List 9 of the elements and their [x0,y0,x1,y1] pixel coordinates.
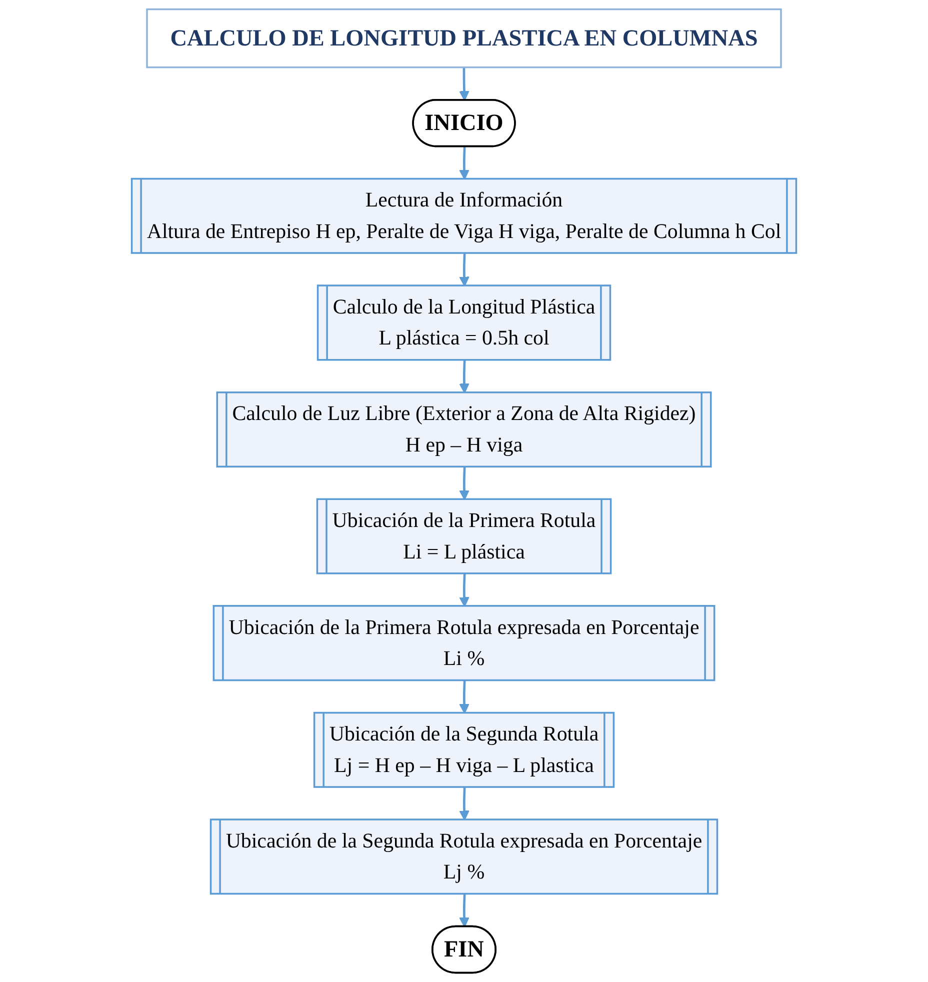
arrow [459,680,470,714]
node-box: CALCULO DE LONGITUD PLASTICA EN COLUMNAS [146,8,782,68]
arrow [459,254,470,287]
arrow [459,894,470,928]
arrow [459,360,470,394]
arrow [459,146,470,180]
arrow [459,67,470,101]
arrow [459,467,470,500]
arrow [459,574,470,607]
